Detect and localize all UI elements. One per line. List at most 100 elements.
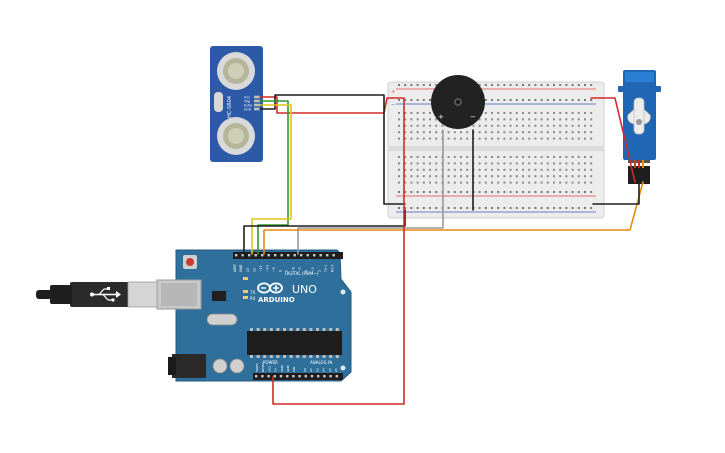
buzzer-hole	[456, 100, 460, 104]
aref-pin-label: AREF	[233, 264, 237, 272]
digital-pin-label: 8	[279, 270, 283, 272]
wire-arduino-gnd[interactable]	[243, 209, 406, 255]
sensor-pin[interactable]	[254, 103, 260, 107]
digital-pin-label: ~5	[298, 267, 302, 272]
digital-pin[interactable]	[235, 254, 238, 257]
gnd-pin-label: GND	[239, 264, 243, 272]
wire-sensor-gnd[interactable]	[259, 94, 406, 205]
digital-pin-label: ~11	[259, 265, 263, 272]
digital-pin-label: RX 0	[331, 265, 335, 272]
digital-pin[interactable]	[267, 254, 270, 257]
wire-servo-gnd[interactable]	[592, 181, 640, 205]
power-analog-pin[interactable]	[323, 375, 326, 378]
crystal-oscillator	[206, 313, 238, 326]
digital-pin[interactable]	[274, 254, 277, 257]
sensor-pin-label: Gnd	[244, 108, 251, 112]
power-pin-label: IOREF	[255, 363, 259, 372]
wire-sensor-echo[interactable]	[251, 104, 292, 255]
power-analog-pin[interactable]	[298, 375, 301, 378]
servo-mount-ears	[618, 86, 661, 92]
capacitor-left	[212, 358, 228, 374]
servo-motor[interactable]	[618, 70, 661, 184]
digital-pin[interactable]	[313, 254, 316, 257]
digital-pin[interactable]	[293, 254, 296, 257]
digital-pin[interactable]	[241, 254, 244, 257]
wire-buzzer-signal[interactable]	[297, 129, 444, 255]
power-analog-pin[interactable]	[273, 375, 276, 378]
digital-pin[interactable]	[287, 254, 290, 257]
usb-cable-strain	[50, 285, 72, 304]
digital-pin-label: ~10	[266, 265, 270, 272]
power-analog-pin[interactable]	[255, 375, 258, 378]
digital-pin[interactable]	[306, 254, 309, 257]
digital-pin-label: 12	[253, 268, 257, 272]
arduino-logo-icon	[257, 282, 283, 294]
power-pin-label: GND	[280, 364, 284, 372]
wire-sensor-vcc[interactable]	[259, 96, 404, 114]
power-jack	[172, 354, 206, 378]
tx-label: TX	[249, 290, 255, 295]
sensor-pin[interactable]	[254, 99, 260, 103]
digital-pin[interactable]	[248, 254, 251, 257]
piezo-buzzer[interactable]: + −	[431, 75, 485, 129]
digital-pin[interactable]	[261, 254, 264, 257]
l-led	[243, 277, 248, 280]
sensor-pin-label: Trig	[243, 100, 250, 104]
power-analog-pin[interactable]	[329, 375, 332, 378]
digital-pin-label: 2	[318, 270, 322, 272]
digital-pin[interactable]	[254, 254, 257, 257]
sensor-pin[interactable]	[254, 95, 260, 99]
digital-pin-label: 4	[305, 270, 309, 272]
breadboard-holes	[398, 84, 593, 209]
analog-pin-label: A2	[315, 368, 319, 372]
power-analog-header	[253, 373, 343, 380]
power-analog-pin[interactable]	[279, 375, 283, 378]
power-analog-pin[interactable]	[286, 375, 289, 378]
reset-button-cap[interactable]	[186, 258, 194, 266]
digital-pin[interactable]	[326, 254, 329, 257]
power-pin-label: 5V	[274, 367, 278, 372]
wire-sensor-trig[interactable]	[257, 100, 289, 255]
power-analog-pin[interactable]	[292, 375, 295, 378]
digital-label: DIGITAL (PWM~)	[285, 271, 319, 276]
wire-servo-vcc[interactable]	[590, 97, 636, 183]
power-analog-pin[interactable]	[261, 375, 264, 378]
power-analog-pin[interactable]	[335, 375, 338, 378]
wire-arduino-5v[interactable]	[272, 97, 405, 405]
sensor-pin[interactable]	[254, 107, 260, 111]
sensor-crystal	[214, 92, 223, 112]
power-analog-pin[interactable]	[310, 375, 314, 378]
digital-pin[interactable]	[319, 254, 322, 257]
power-pin-label: 3V3	[267, 366, 271, 372]
servo-shaft	[636, 119, 642, 125]
digital-pin[interactable]	[300, 254, 303, 257]
buzzer-minus-label: −	[470, 113, 476, 121]
power-analog-pin[interactable]	[304, 375, 307, 378]
digital-pin[interactable]	[332, 254, 335, 257]
servo-connector	[628, 166, 650, 184]
power-pin-label: RESET	[261, 362, 265, 372]
digital-pin-label: ~3	[311, 267, 315, 272]
digital-pin[interactable]	[280, 254, 283, 257]
wires	[243, 94, 644, 405]
wire-servo-signal[interactable]	[263, 181, 644, 255]
power-analog-pin[interactable]	[317, 375, 320, 378]
digital-pin-label: 7	[285, 270, 289, 272]
analog-pin-label: A3	[322, 368, 326, 372]
rx-led	[243, 296, 248, 299]
sensor-pin-label: Vcc	[244, 96, 250, 100]
power-analog-pin[interactable]	[267, 375, 270, 378]
rail-minus-label: −	[391, 102, 395, 108]
analog-pin-label: A0	[303, 368, 307, 372]
breadboard[interactable]: + −	[387, 81, 605, 219]
usb-cable	[36, 290, 52, 299]
arduino-brand: ARDUINO	[258, 296, 295, 304]
tx-led	[243, 290, 248, 293]
power-pin-label: VIN	[292, 367, 296, 372]
rx-label: RX	[250, 296, 256, 301]
